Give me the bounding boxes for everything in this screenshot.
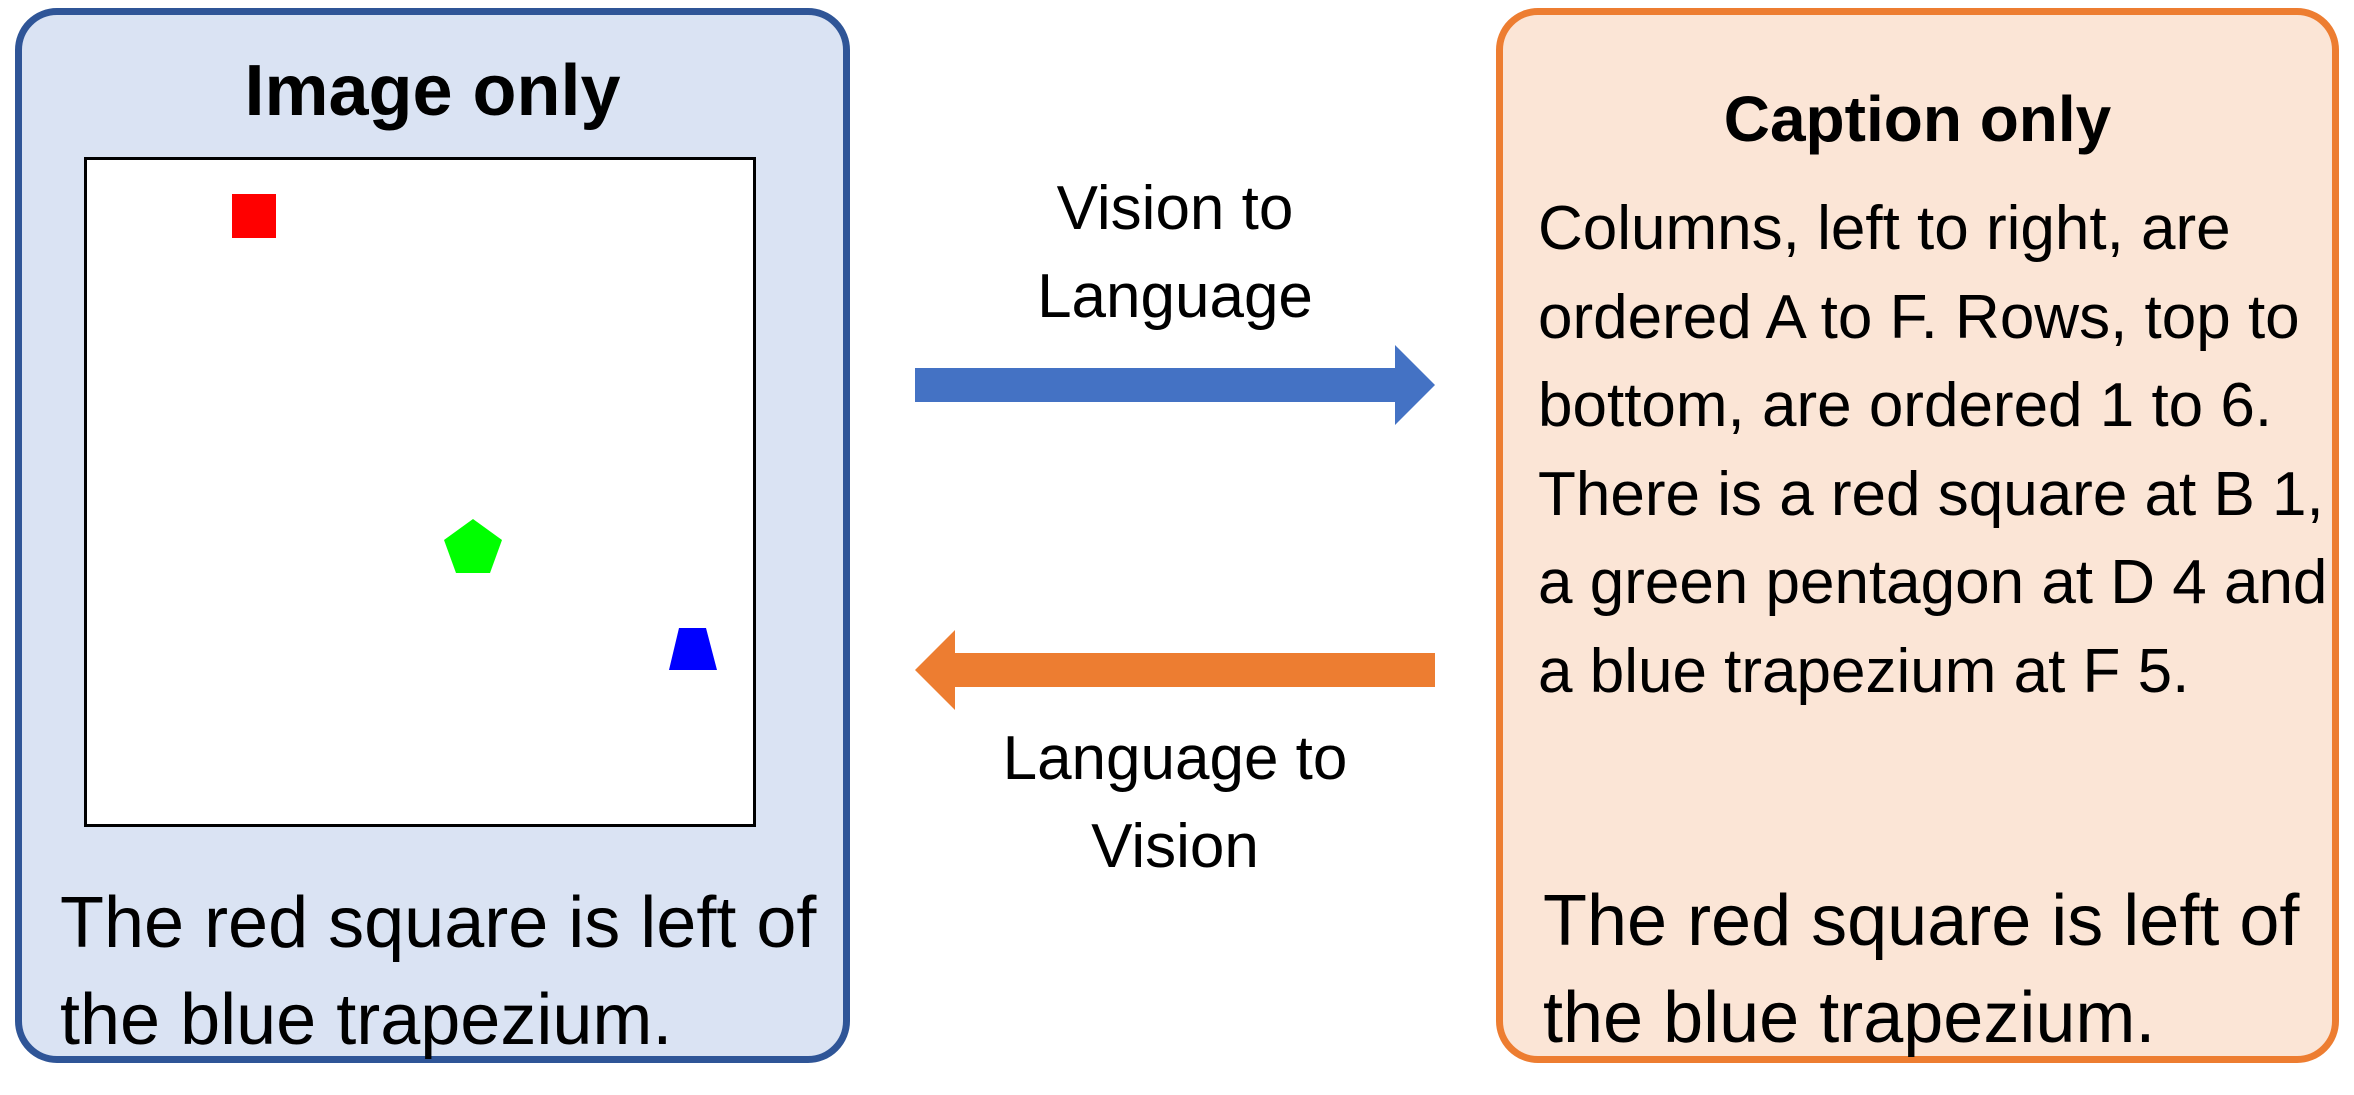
image-only-title: Image only <box>244 51 621 131</box>
image-only-statement: The red square is left of the blue trape… <box>60 883 817 1060</box>
shape-image <box>84 157 756 827</box>
red-square <box>232 194 276 238</box>
vision-to-language-arrow <box>915 345 1435 425</box>
blue-trapezium <box>669 628 717 670</box>
vision-to-language-label: Vision to Language <box>1037 174 1313 331</box>
language-to-vision-arrow <box>915 630 1435 710</box>
caption-only-statement: The red square is left of the blue trape… <box>1543 881 2300 1058</box>
caption-text: Columns, left to right, are ordered A to… <box>1538 194 2328 706</box>
caption-only-panel: Caption only Columns, left to right, are… <box>1496 8 2339 1063</box>
green-pentagon <box>444 519 502 573</box>
language-to-vision-label: Language to Vision <box>1002 724 1348 881</box>
shape-image-canvas <box>232 194 717 670</box>
image-only-panel: Image only The red square is left of the… <box>15 8 850 1063</box>
caption-only-title: Caption only <box>1723 83 2112 155</box>
